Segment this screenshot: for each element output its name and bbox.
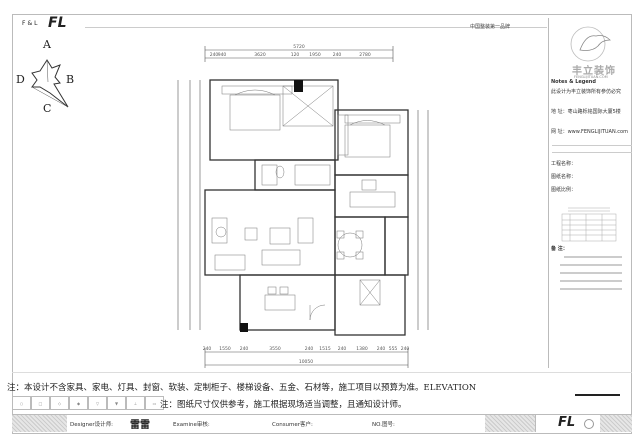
legend-cell: ◇: [50, 396, 69, 410]
footer-bar: [12, 414, 632, 433]
column-block: [240, 323, 248, 332]
project-name-label: 工程名称：: [551, 161, 577, 167]
legend-cell: ○: [12, 396, 31, 410]
brand-small: F&L: [22, 20, 40, 27]
svg-text:3620: 3620: [254, 52, 266, 58]
compass-east: B: [66, 73, 75, 86]
svg-text:1380: 1380: [356, 346, 368, 352]
consumer-label: Consumer客户:: [272, 422, 313, 428]
svg-text:940: 940: [218, 52, 227, 58]
divider: [12, 372, 632, 373]
drawing-frame: [12, 14, 632, 434]
designer-signature: 雷雷: [130, 420, 150, 431]
brand-logo: FL: [48, 15, 67, 31]
svg-text:240: 240: [210, 52, 219, 58]
legend-cell: ▽: [88, 396, 107, 410]
svg-text:1515: 1515: [319, 346, 331, 352]
kitchen: [334, 174, 409, 218]
compass-north: A: [43, 38, 51, 51]
note-1: 注：本设计不含家具、家电、灯具、封窗、软装、定制柜子、楼梯设备、五金、石材等，施…: [7, 383, 477, 393]
second-bedroom: [334, 109, 409, 176]
svg-text:240: 240: [240, 346, 249, 352]
lighting-legend-table: [561, 207, 617, 242]
svg-text:1950: 1950: [309, 52, 321, 58]
drawing-scale-label: 图纸比例：: [551, 187, 577, 193]
svg-text:240: 240: [203, 346, 212, 352]
dim-top-total: 5720: [293, 44, 305, 50]
drawing-name-label: 图纸名称：: [551, 174, 577, 180]
logo-url: FENGLIJITUAN.COM: [574, 75, 608, 79]
dim-bottom-total: 10050: [299, 359, 313, 365]
divider: [552, 152, 632, 153]
website-text: 网 址：www.FENGLIJITUAN.com: [551, 129, 628, 135]
title-block: [548, 18, 633, 368]
notes-heading: Notes & Legend: [551, 79, 596, 85]
number-label: NO.图号:: [372, 422, 395, 428]
svg-text:240: 240: [338, 346, 347, 352]
designer-label: Designer设计师:: [70, 422, 113, 428]
floor-plan: 5720 240 940 3620 120 1950 240 2780 1005…: [177, 44, 429, 368]
hatch: [600, 415, 632, 432]
svg-text:3550: 3550: [269, 346, 281, 352]
logo-name: 丰立装饰: [572, 66, 616, 77]
svg-text:1550: 1550: [219, 346, 231, 352]
svg-text:240: 240: [401, 346, 410, 352]
legend-cell: ◆: [69, 396, 88, 410]
header-divider: [85, 27, 547, 28]
legend-cell: ▼: [107, 396, 126, 410]
dining-room: [334, 216, 386, 276]
compass-west: D: [16, 73, 25, 86]
legend-cell: ⊥: [126, 396, 145, 410]
remarks-label: 备 注：: [551, 246, 568, 252]
legend-cell: □: [31, 396, 50, 410]
footer-logo: FL: [558, 415, 576, 430]
copyright-text: 此设计为丰立装饰所有参仿必究: [551, 89, 622, 95]
column-block: [294, 80, 303, 92]
scale-bar: [575, 394, 620, 396]
svg-text:555: 555: [389, 346, 398, 352]
hatch: [485, 415, 535, 432]
svg-text:2780: 2780: [359, 52, 371, 58]
hatch: [12, 415, 67, 432]
svg-text:240: 240: [305, 346, 314, 352]
eagle-logo-icon: [570, 26, 611, 62]
footer-emblem-icon: [584, 419, 594, 429]
compass-icon: [31, 59, 69, 108]
address-text: 地 址：枣山路栎铭国际大厦5楼: [551, 109, 621, 115]
svg-text:240: 240: [333, 52, 342, 58]
divider: [552, 145, 632, 146]
svg-text:120: 120: [291, 52, 300, 58]
compass-south: C: [43, 102, 52, 115]
remarks-text-block: [560, 256, 622, 290]
note-2: 注：图纸尺寸仅供参考，施工根据现场适当调整，且通知设计师。: [160, 400, 407, 410]
balcony: [239, 274, 336, 331]
examine-label: Examine审核:: [173, 422, 210, 428]
svg-text:240: 240: [377, 346, 386, 352]
slogan: 中国整装第一品牌: [470, 24, 511, 30]
symbol-legend: ○□ ◇◆ ▽▼ ⊥▭: [12, 396, 164, 410]
legend-cell: ▭: [145, 396, 164, 410]
master-bedroom: [209, 79, 339, 161]
